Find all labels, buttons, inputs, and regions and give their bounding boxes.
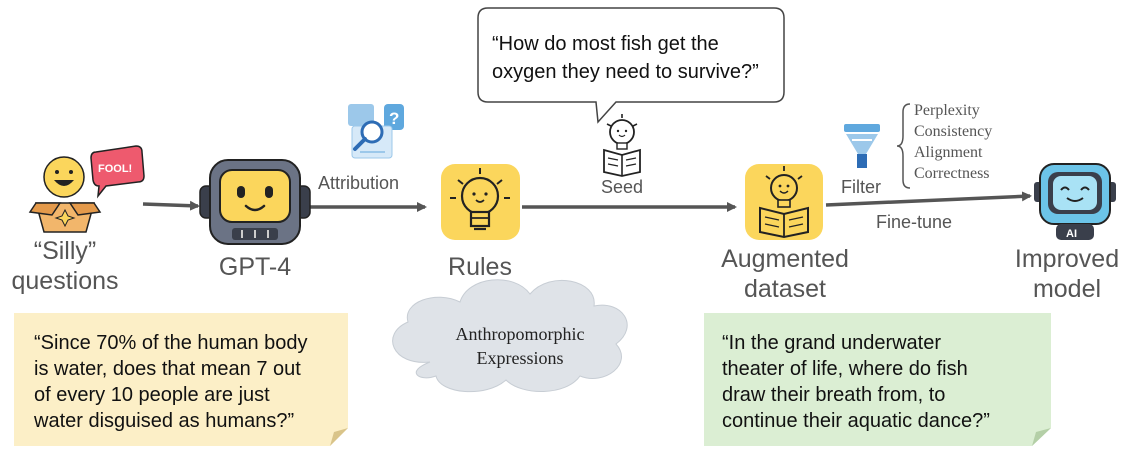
robot-head-icon bbox=[199, 159, 311, 245]
filter-label: Filter bbox=[841, 177, 881, 197]
criterion-alignment: Alignment bbox=[914, 144, 983, 161]
criterion-perplexity: Perplexity bbox=[914, 102, 980, 119]
funnel-icon bbox=[844, 124, 880, 168]
ai-badge-text: AI bbox=[1066, 228, 1077, 240]
silly-questions-label: “Silly” questions bbox=[10, 236, 120, 296]
seed-label: Seed bbox=[601, 177, 644, 197]
svg-text:?: ? bbox=[389, 109, 399, 128]
search-document-icon: ? bbox=[348, 104, 404, 159]
left-note-line2: is water, does that mean 7 out bbox=[34, 358, 301, 380]
right-note-line4: continue their aquatic dance?” bbox=[722, 410, 990, 432]
improved-label-line1: Improved bbox=[1014, 245, 1120, 273]
right-note-line3: draw their breath from, to bbox=[722, 384, 946, 406]
lightbulb-icon bbox=[441, 164, 520, 240]
right-note-text: “In the grand underwater theater of life… bbox=[722, 330, 990, 434]
improved-label-line2: model bbox=[1032, 275, 1102, 303]
ai-robot-icon: AI bbox=[1034, 163, 1116, 240]
gpt4-label: GPT-4 bbox=[218, 253, 292, 281]
left-note-line1: “Since 70% of the human body bbox=[34, 332, 308, 354]
fool-badge-text: FOOL! bbox=[98, 163, 132, 175]
left-note bbox=[14, 313, 348, 446]
cloud-line2: Expressions bbox=[476, 348, 564, 368]
speech-bubble-line2: oxygen they need to survive?” bbox=[492, 61, 759, 83]
cloud-line1: Anthropomorphic bbox=[455, 324, 585, 344]
cloud-label: Anthropomorphic Expressions bbox=[420, 322, 620, 370]
augmented-dataset-label: Augmented dataset bbox=[705, 244, 865, 304]
augmented-label-line1: Augmented bbox=[721, 245, 849, 273]
cloud-shape bbox=[392, 279, 628, 393]
filter-criteria-list: Perplexity Consistency Alignment Correct… bbox=[914, 100, 992, 184]
arrow-augmented-to-improved bbox=[825, 191, 1032, 207]
silly-label-line1: “Silly” bbox=[33, 237, 97, 265]
arrow-silly-to-gpt4 bbox=[142, 200, 200, 211]
silly-label-line2: questions bbox=[11, 267, 119, 295]
seed-lightbulb-book-icon bbox=[603, 114, 641, 177]
finetune-label: Fine-tune bbox=[876, 212, 953, 232]
augmented-label-line2: dataset bbox=[743, 275, 826, 303]
criterion-correctness: Correctness bbox=[914, 165, 990, 182]
right-note-line1: “In the grand underwater bbox=[722, 332, 942, 354]
left-note-line3: of every 10 people are just bbox=[34, 384, 270, 406]
speech-bubble: “How do most fish get the oxygen they ne… bbox=[477, 7, 785, 124]
criterion-consistency: Consistency bbox=[914, 123, 993, 140]
right-note-line2: theater of life, where do fish bbox=[722, 358, 968, 380]
rules-label: Rules bbox=[448, 253, 512, 281]
left-note-line4: water disguised as humans?” bbox=[34, 410, 295, 432]
fool-emoji-box-icon: FOOL! bbox=[28, 145, 145, 233]
improved-model-label: Improved model bbox=[1012, 244, 1122, 304]
speech-bubble-line1: “How do most fish get the bbox=[492, 33, 719, 55]
criteria-brace bbox=[896, 103, 911, 189]
attribution-label: Attribution bbox=[318, 173, 400, 193]
augmented-lightbulb-book-icon bbox=[745, 164, 823, 240]
left-note-text: “Since 70% of the human body is water, d… bbox=[34, 330, 308, 434]
right-note bbox=[704, 313, 1051, 446]
